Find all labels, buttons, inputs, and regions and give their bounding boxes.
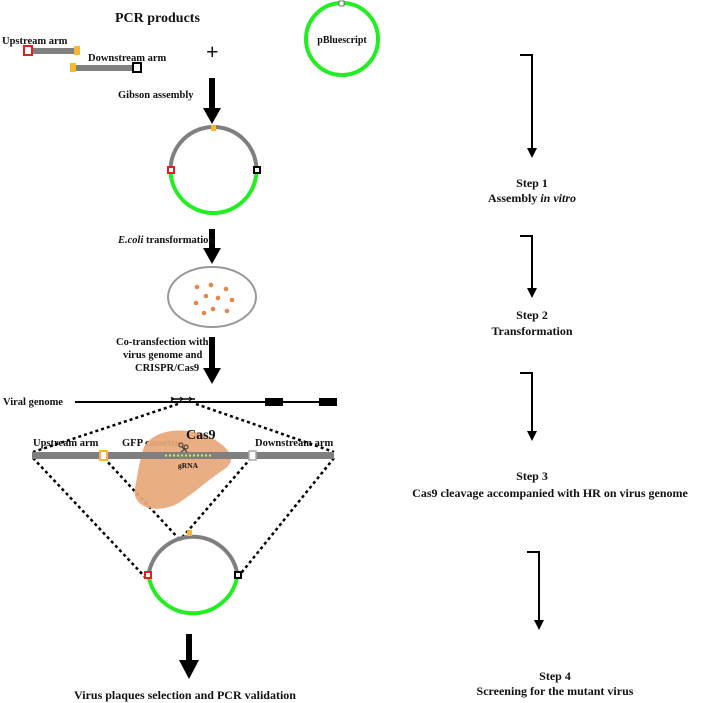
plus-sign: +: [206, 39, 219, 64]
upstream-arm-fragment: [23, 45, 80, 56]
donor-plasmid: [144, 530, 242, 616]
final-step-label: Virus plaques selection and PCR validati…: [74, 688, 296, 702]
pbluescript-plasmid: pBluescript: [304, 0, 380, 77]
gibson-assembly-label: Gibson assembly: [118, 90, 194, 101]
step-3-title: Step 3: [516, 469, 548, 483]
scissors-icon: [178, 442, 189, 453]
pcr-products-title: PCR products: [115, 11, 200, 26]
step-4-bracket: [527, 551, 544, 630]
hr-template-bar: [32, 450, 334, 461]
step-4-desc: Screening for the mutant virus: [477, 684, 634, 698]
step-1-bracket: [520, 54, 537, 158]
step-3-desc: Cas9 cleavage accompanied with HR on vir…: [412, 486, 688, 500]
viral-genome-line: [75, 396, 337, 406]
hr-upstream-arm-label: Upstream arm: [33, 438, 99, 449]
ecoli-transformation-label: E.coli transformation: [117, 235, 214, 246]
step-2-title: Step 2: [516, 308, 548, 322]
step-1-title: Step 1: [516, 176, 548, 190]
downstream-arm-label: Downstream arm: [88, 53, 167, 64]
downstream-arm-fragment: [70, 62, 142, 73]
grna-label: gRNA: [178, 461, 199, 470]
upstream-arm-label: Upstream arm: [2, 36, 68, 47]
assembled-plasmid: [167, 125, 261, 215]
cas9-label: Cas9: [186, 428, 216, 443]
step-2-bracket: [520, 235, 537, 298]
step-1-desc: Assembly in vitro: [488, 191, 576, 205]
viral-genome-label: Viral genome: [3, 397, 63, 408]
cotransfection-label: Co-transfection with virus genome and CR…: [116, 337, 211, 374]
step-2-desc: Transformation: [491, 324, 572, 338]
hr-downstream-arm-label: Downstream arm: [255, 438, 334, 449]
step-4-title: Step 4: [539, 669, 571, 683]
pbluescript-label: pBluescript: [317, 35, 367, 46]
bacterial-colonies-dish: [167, 266, 257, 328]
cas9-protein-blob: [134, 430, 232, 509]
step-3-bracket: [520, 372, 537, 441]
